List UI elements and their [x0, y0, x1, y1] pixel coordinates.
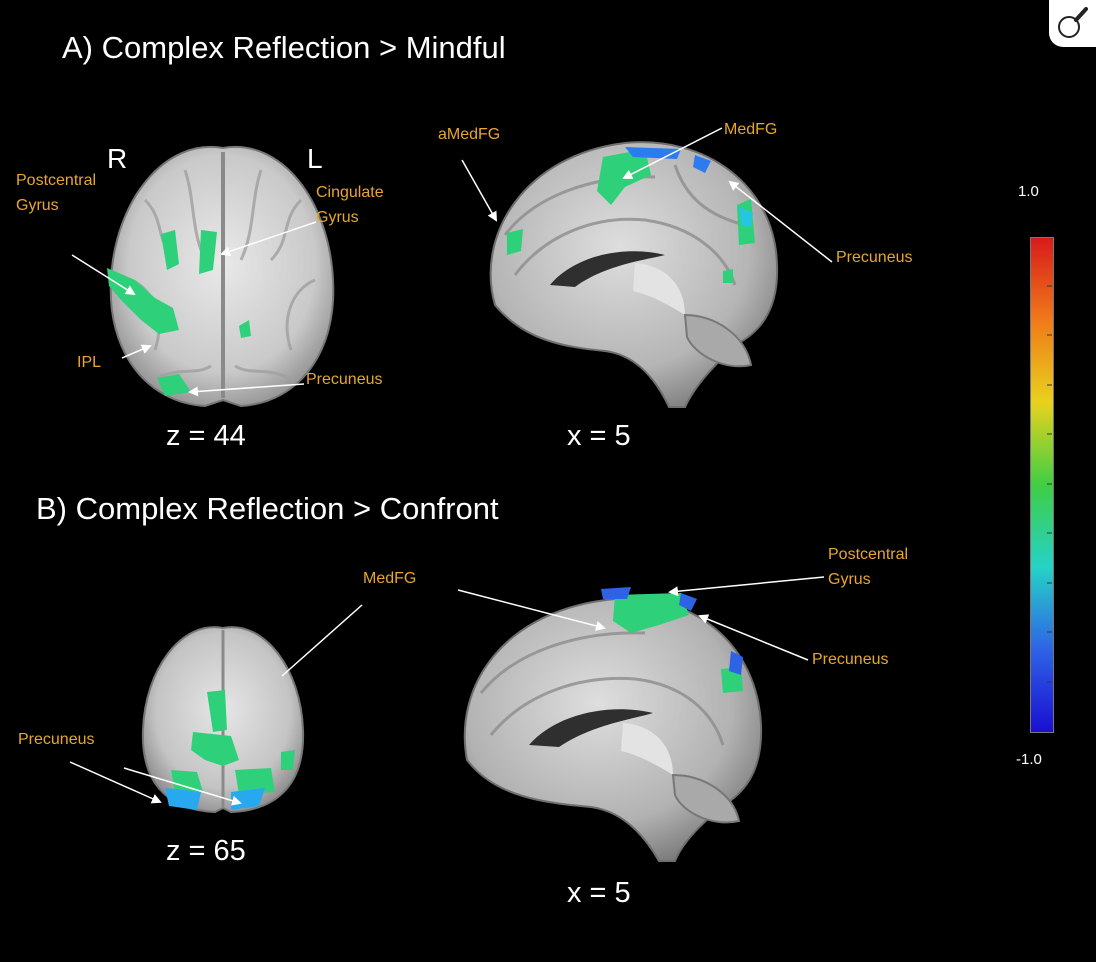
coord-x5-a: x = 5: [567, 420, 631, 452]
colorbar-max-label: 1.0: [1018, 183, 1039, 200]
label-precuneus-axial-b: Precuneus: [18, 731, 95, 748]
label-precuneus-sagittal-a: Precuneus: [836, 249, 913, 266]
arrow-postcentral-b: [668, 576, 825, 597]
coord-x5-b: x = 5: [567, 877, 631, 909]
panel-a-title: A) Complex Reflection > Mindful: [62, 30, 506, 65]
sagittal-brain-a: [489, 141, 779, 408]
label-cingulate-gyrus-a: Cingulate Gyrus: [316, 184, 384, 226]
label-medfg-b: MedFG: [363, 570, 417, 587]
label-postcentral-gyrus-a: Postcentral Gyrus: [16, 172, 97, 214]
axial-brain-z65: [141, 626, 305, 814]
label-precuneus-axial-a: Precuneus: [306, 371, 383, 388]
zoom-button[interactable]: [1049, 0, 1096, 47]
hemisphere-left-label: L: [307, 143, 323, 174]
arrow-ipl-a: [121, 344, 152, 359]
leader-medfg-b-axial: [281, 604, 363, 677]
arrow-postcentral-a: [71, 254, 136, 296]
label-amedfg-a: aMedFG: [438, 126, 501, 143]
arrow-medfg-b: [457, 589, 606, 631]
colorbar-ticks: [1047, 285, 1052, 683]
colorbar-min-label: -1.0: [1016, 751, 1042, 768]
arrow-amedfg-a: [461, 159, 497, 222]
colorbar: [1030, 237, 1054, 733]
sagittal-brain-b: [463, 587, 763, 862]
label-ipl-a: IPL: [77, 354, 102, 371]
label-medfg-a: MedFG: [724, 121, 778, 138]
axial-brain-z44: [107, 145, 335, 408]
coord-z65: z = 65: [166, 835, 246, 867]
arrow-medfg-a: [622, 127, 723, 179]
label-postcentral-gyrus-b: Postcentral Gyrus: [828, 546, 909, 588]
coord-z44: z = 44: [166, 420, 246, 452]
arrow-precuneus-sagittal-a: [728, 180, 833, 263]
arrow-precuneus-axial-a: [188, 383, 305, 397]
arrow-cingulate-a: [220, 221, 317, 257]
hemisphere-right-label: R: [107, 143, 128, 174]
label-precuneus-sagittal-b: Precuneus: [812, 651, 889, 668]
magnifier-icon: [1058, 7, 1088, 38]
arrow-precuneus-sagittal-b: [698, 614, 809, 661]
panel-b-title: B) Complex Reflection > Confront: [36, 491, 499, 526]
arrow-precuneus-b-2: [123, 767, 242, 806]
arrow-precuneus-b-1: [69, 761, 162, 804]
